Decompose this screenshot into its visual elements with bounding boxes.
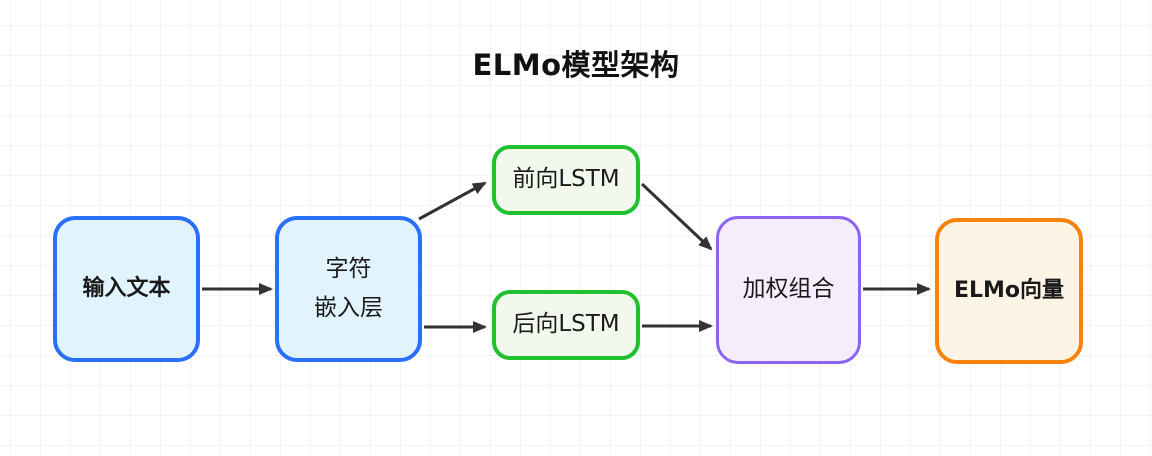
- node-forward-lstm: 前向LSTM: [492, 145, 640, 215]
- node-input-text-label: 输入文本: [82, 276, 171, 302]
- node-char-embedding-label-line2: 嵌入层: [314, 295, 383, 321]
- node-weighted-combination: 加权组合: [716, 216, 861, 364]
- node-elmo-vector-label: ELMo向量: [953, 278, 1065, 304]
- node-backward-lstm: 后向LSTM: [492, 290, 640, 360]
- node-char-embedding-label-line1: 字符: [325, 255, 372, 282]
- arrow-forward-lstm-to-combo: [640, 182, 713, 251]
- node-input-text: 输入文本: [53, 216, 200, 362]
- node-char-embedding: 字符 嵌入层: [275, 216, 422, 362]
- node-backward-lstm-label: 后向LSTM: [512, 311, 620, 338]
- diagram-title: ELMo模型架构: [472, 48, 680, 82]
- node-elmo-vector: ELMo向量: [935, 218, 1083, 364]
- node-forward-lstm-label: 前向LSTM: [512, 166, 620, 193]
- node-weighted-combination-label: 加权组合: [742, 276, 835, 303]
- arrow-embedding-to-forward-lstm: [418, 181, 487, 221]
